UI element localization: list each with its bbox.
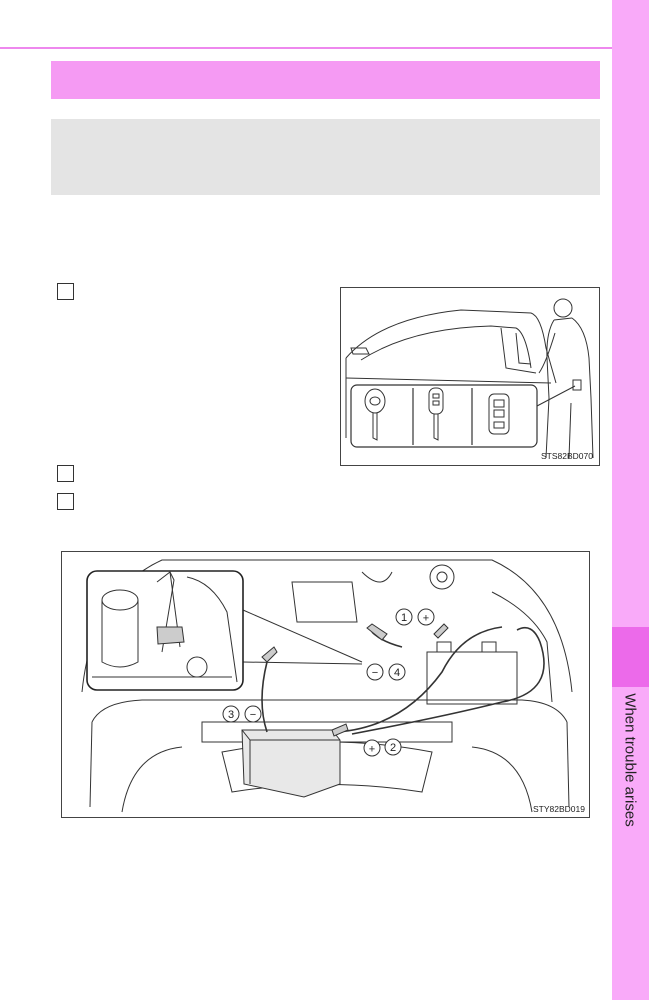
callout-2: 2 (390, 742, 396, 754)
section-title-band (51, 61, 600, 99)
step-checkbox-1[interactable] (57, 283, 74, 300)
callout-4: 4 (394, 667, 400, 679)
chapter-side-label: When trouble arises (621, 693, 639, 827)
plus-sign-1: + (423, 613, 429, 625)
minus-sign-4: − (372, 667, 378, 679)
keys-illustration: STS82BD070 (340, 287, 600, 466)
chapter-side-tab (612, 0, 649, 1000)
minus-sign-3: − (250, 709, 256, 721)
step-checkbox-2[interactable] (57, 465, 74, 482)
jump-start-illustration: 1 + + 2 3 − − 4 STY82BD019 (61, 551, 590, 818)
figure-code-keys: STS82BD070 (541, 451, 593, 461)
notice-band (51, 119, 600, 195)
callout-1: 1 (401, 612, 407, 624)
engine-bay-drawing: 1 + + 2 3 − − 4 (81, 559, 573, 813)
truck-and-keys-drawing (345, 298, 594, 459)
callout-3: 3 (228, 709, 234, 721)
header-rule (0, 47, 612, 49)
plus-sign-2: + (369, 744, 375, 756)
step-checkbox-3[interactable] (57, 493, 74, 510)
figure-code-engine: STY82BD019 (533, 804, 585, 814)
chapter-side-tab-active[interactable] (612, 627, 649, 687)
